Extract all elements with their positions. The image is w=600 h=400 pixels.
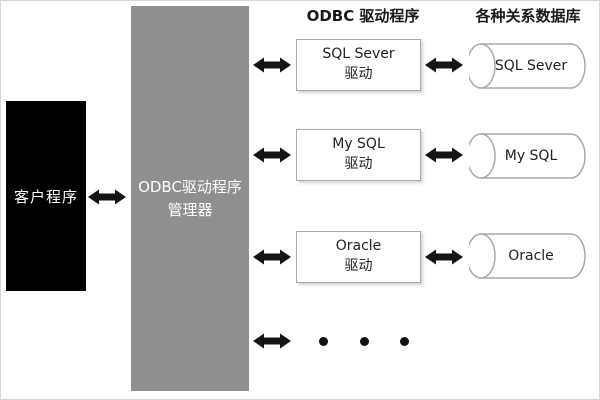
driver-label-line1: Oracle xyxy=(335,238,382,255)
database-cylinder-oracle: Oracle xyxy=(469,233,587,279)
databases-column-header: 各种关系数据库 xyxy=(475,7,581,25)
manager-label-line2: 管理器 xyxy=(167,200,213,219)
bidirectional-arrow-icon xyxy=(425,57,463,73)
cylinder-icon xyxy=(469,43,586,89)
driver-label-line2: 驱动 xyxy=(344,258,373,274)
driver-label-line2: 驱动 xyxy=(344,66,373,82)
driver-box-oracle: Oracle 驱动 xyxy=(296,231,421,283)
dot-icon xyxy=(400,336,409,346)
driver-box-sqlserver: SQL Sever 驱动 xyxy=(296,39,421,91)
ellipsis-dots xyxy=(319,335,409,347)
bidirectional-arrow-icon xyxy=(425,147,463,163)
database-label: SQL Sever xyxy=(494,58,568,74)
bidirectional-arrow-icon xyxy=(253,57,291,73)
bidirectional-arrow-icon xyxy=(425,249,463,265)
driver-label-line1: SQL Sever xyxy=(322,46,395,63)
database-label: My SQL xyxy=(504,148,558,164)
bidirectional-arrow-icon xyxy=(88,189,126,205)
dot-icon xyxy=(319,336,328,346)
driver-label-line1: My SQL xyxy=(332,136,385,153)
bidirectional-arrow-icon xyxy=(253,249,291,265)
database-cylinder-mysql: My SQL xyxy=(469,133,587,179)
drivers-column-header: ODBC 驱动程序 xyxy=(306,7,420,25)
odbc-driver-manager-box: ODBC驱动程序 管理器 xyxy=(131,6,249,391)
client-program-label: 客户程序 xyxy=(13,187,78,206)
bidirectional-arrow-icon xyxy=(253,333,291,349)
cylinder-icon xyxy=(469,133,586,179)
manager-label-line1: ODBC驱动程序 xyxy=(138,178,242,196)
bidirectional-arrow-icon xyxy=(253,147,291,163)
database-cylinder-sqlserver: SQL Sever xyxy=(469,43,587,89)
dot-icon xyxy=(359,336,369,346)
driver-box-mysql: My SQL 驱动 xyxy=(296,129,421,181)
client-program-box: 客户程序 xyxy=(6,101,86,291)
cylinder-icon xyxy=(469,233,586,279)
driver-label-line2: 驱动 xyxy=(344,156,373,172)
database-label: Oracle xyxy=(508,248,554,264)
